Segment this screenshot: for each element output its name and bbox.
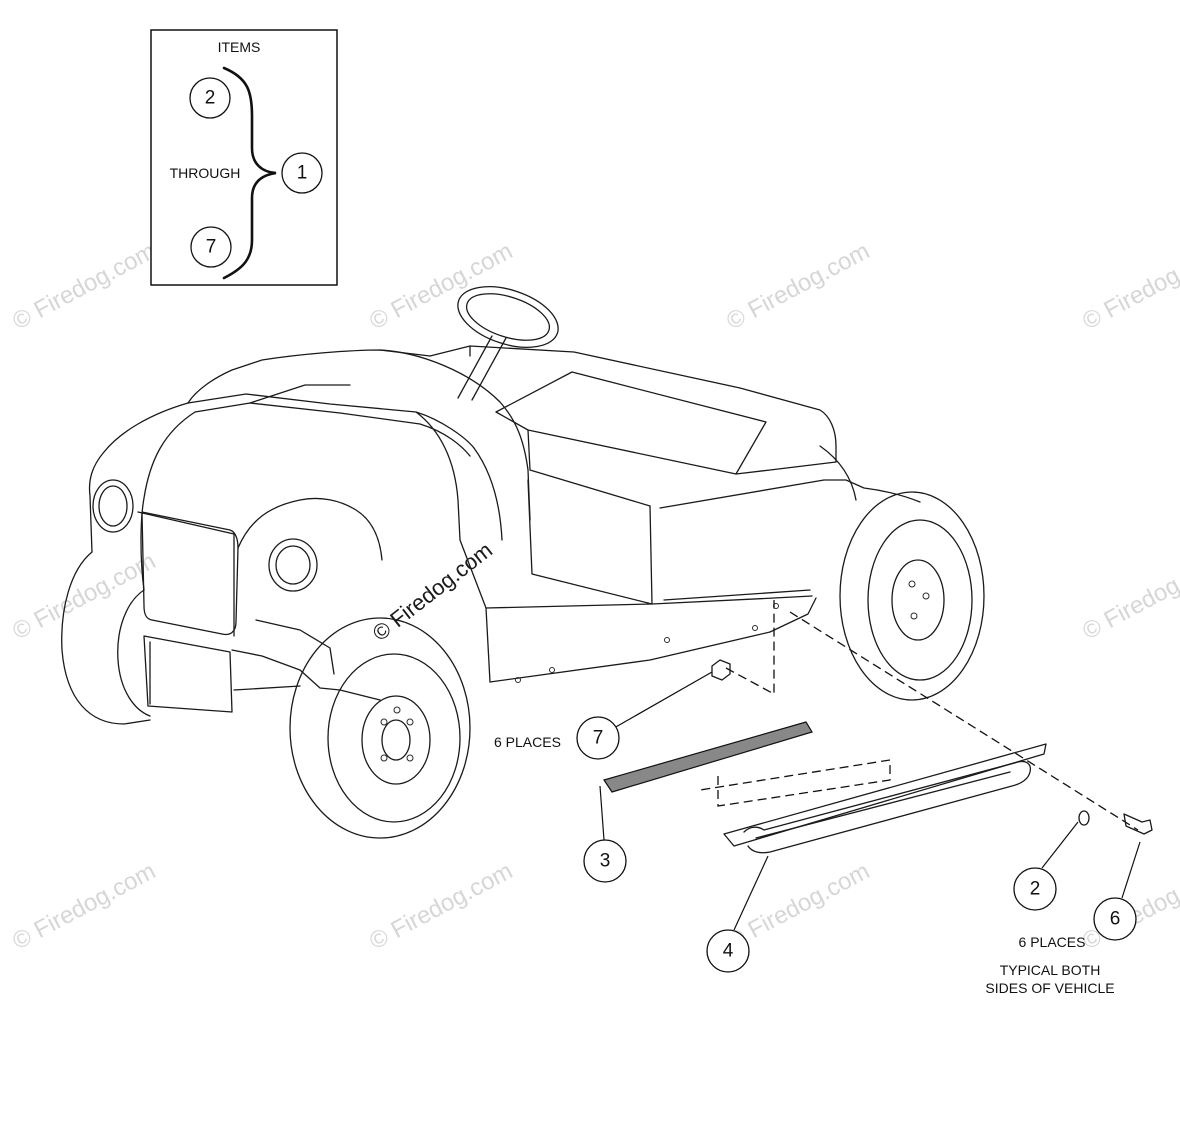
callout-6: 6	[1093, 897, 1137, 941]
right-headlight	[268, 538, 318, 592]
legend-through-label: THROUGH	[170, 165, 241, 181]
front-left-tire	[61, 551, 151, 725]
callout-7: 7	[576, 716, 620, 760]
front-bumper	[143, 635, 233, 713]
typical-note-line1: TYPICAL BOTH	[1000, 962, 1101, 978]
seat-top	[495, 371, 767, 475]
legend-to-item: 7	[206, 237, 217, 258]
callout-7-note: 6 PLACES	[494, 734, 561, 750]
sill-plate-part	[723, 743, 1047, 847]
watermark: © Firedog.com	[8, 857, 160, 955]
exploded-parts	[603, 600, 1153, 854]
fastener-count-note: 6 PLACES	[1019, 934, 1086, 950]
assembly-line-sill	[699, 759, 891, 807]
legend-callout-assembly: 1	[281, 152, 323, 194]
rear-right-hub	[891, 559, 945, 641]
left-headlight	[92, 479, 134, 533]
legend-from-item: 2	[205, 88, 216, 109]
rear-right-tire	[839, 491, 985, 701]
callout-3: 3	[583, 839, 627, 883]
items-legend-box: ITEMS 2 THROUGH 7 1	[150, 29, 338, 286]
steering-wheel	[457, 286, 559, 348]
assembly-line-nut	[725, 600, 775, 696]
callout-2: 2	[1013, 867, 1057, 911]
front-grille	[141, 511, 239, 636]
assembly-line-bolt	[789, 611, 1139, 831]
typical-note-line2: SIDES OF VEHICLE	[985, 980, 1114, 996]
washer-part	[1078, 810, 1090, 826]
trim-strip-part	[603, 721, 813, 793]
callout-number: 7	[593, 728, 604, 749]
callout-number: 4	[723, 941, 734, 962]
steering-column	[457, 335, 507, 401]
legend-callout-from: 2	[189, 77, 231, 119]
golf-cart-drawing	[61, 286, 985, 839]
legend-assembly-item: 1	[297, 163, 308, 184]
legend-title: ITEMS	[218, 39, 261, 55]
callout-number: 2	[1030, 879, 1041, 900]
leader-lines	[599, 671, 1141, 931]
watermark: © Firedog.com	[365, 857, 517, 955]
watermark-overlay: © Firedog.com	[368, 537, 497, 646]
watermark: © Firedog.com	[8, 237, 160, 335]
legend-brace	[222, 66, 277, 280]
watermark: © Firedog.com	[722, 237, 874, 335]
watermark: © Firedog.com	[1078, 237, 1180, 335]
callout-4: 4	[706, 929, 750, 973]
callout-number: 6	[1110, 909, 1121, 930]
bolt-part	[1123, 813, 1153, 835]
front-right-hub	[361, 695, 431, 785]
watermark: © Firedog.com	[1078, 547, 1180, 645]
front-right-tire	[289, 617, 471, 839]
legend-callout-to: 7	[190, 226, 232, 268]
callout-number: 3	[600, 851, 611, 872]
nut-part	[711, 659, 731, 681]
